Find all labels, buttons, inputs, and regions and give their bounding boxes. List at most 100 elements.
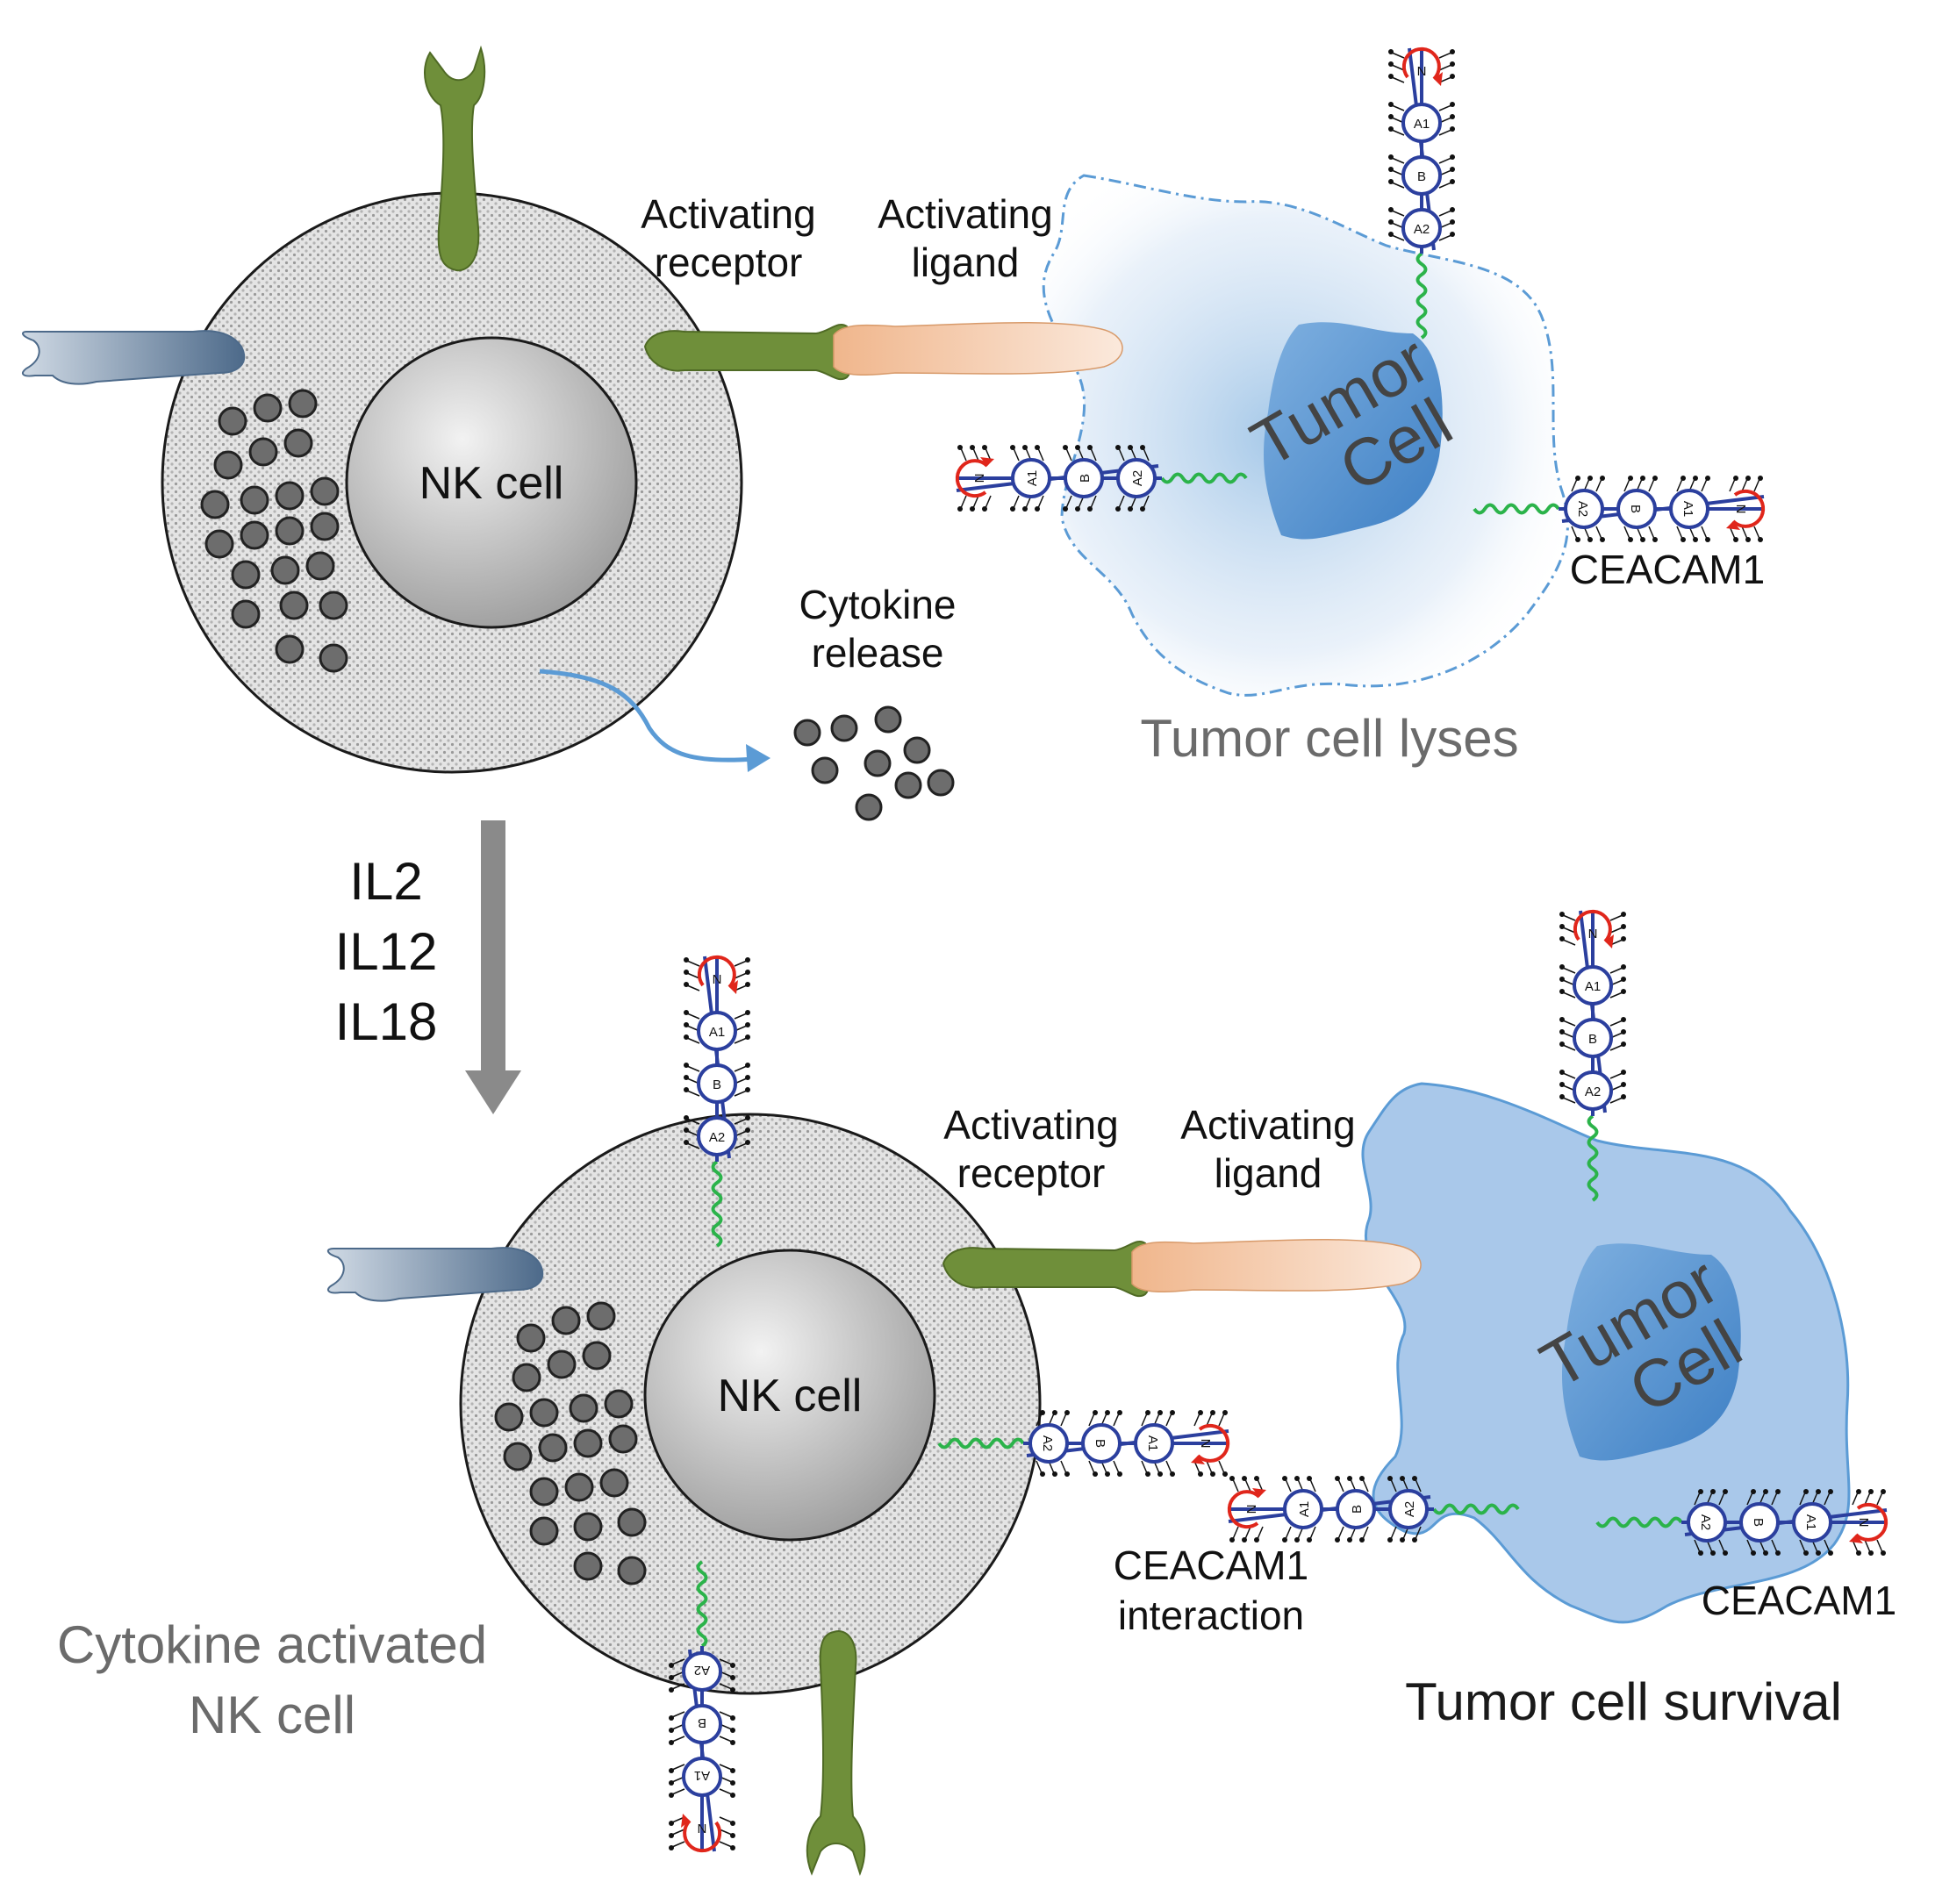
cytokine-il18: IL18 bbox=[335, 992, 438, 1051]
ceacam1-n-label: N bbox=[1417, 64, 1427, 79]
granule-icon bbox=[200, 490, 230, 519]
granule-icon bbox=[240, 520, 269, 550]
ceacam1-domain-label: B bbox=[1417, 169, 1426, 184]
ceacam1-domain-label: A1 bbox=[1025, 470, 1040, 486]
granule-icon bbox=[240, 485, 269, 515]
ceacam1-domain-label: B bbox=[1628, 505, 1643, 513]
granule-icon bbox=[927, 769, 955, 797]
ceacam1-n-label: N bbox=[1198, 1439, 1213, 1449]
tumor-cell-nucleus bbox=[1264, 322, 1443, 540]
granule-icon bbox=[253, 393, 283, 423]
cytokine-release-label-1: Cytokine bbox=[799, 582, 957, 627]
tumor-cell-nucleus-bottom bbox=[1562, 1243, 1741, 1461]
granule-icon bbox=[231, 560, 261, 590]
ceacam1-domain-label: A2 bbox=[1402, 1501, 1417, 1517]
ceacam1-top-upright: A2 B A1 N bbox=[1388, 47, 1455, 340]
activating-receptor-label-2: receptor bbox=[655, 240, 803, 285]
cytokine-activated-label-1: Cytokine activated bbox=[57, 1615, 487, 1674]
granule-icon bbox=[288, 389, 318, 419]
ceacam1-domain-label: A2 bbox=[1698, 1514, 1713, 1530]
ceacam1-domain-label: B bbox=[1588, 1032, 1597, 1047]
ceacam1-domain-label: B bbox=[1350, 1505, 1365, 1514]
cytokine-activated-label-2: NK cell bbox=[189, 1686, 355, 1744]
ceacam1-domain-label: A1 bbox=[1585, 979, 1601, 994]
ceacam1-domain-label: A2 bbox=[1414, 222, 1430, 237]
granule-icon bbox=[529, 1477, 559, 1507]
granule-icon bbox=[894, 771, 922, 799]
granule-icon bbox=[599, 1468, 629, 1498]
granule-icon bbox=[529, 1516, 559, 1546]
granule-icon bbox=[604, 1389, 634, 1419]
ceacam1-n-label: N bbox=[1856, 1518, 1871, 1528]
inhibitory-receptor-bottom bbox=[326, 1247, 544, 1302]
activating-ligand-bottom-label-1: Activating bbox=[1180, 1102, 1355, 1148]
ceacam1-domain-label: A1 bbox=[1681, 501, 1695, 517]
activating-ligand-top bbox=[833, 321, 1123, 376]
top-panel: Tumor Cell NK cell Activating receptor A… bbox=[21, 45, 1765, 821]
cytokine-treatment-arrow bbox=[465, 820, 521, 1114]
released-cytokines bbox=[793, 705, 955, 821]
ceacam1-domain-label: A1 bbox=[1145, 1435, 1160, 1451]
ceacam1-n-label: N bbox=[1588, 927, 1598, 941]
ceacam1-tumor-right: A2 B A1 N bbox=[1595, 1489, 1888, 1556]
ceacam1-n-label: N bbox=[698, 1821, 707, 1836]
ceacam1-domain-label: A2 bbox=[1585, 1084, 1601, 1099]
granule-icon bbox=[275, 634, 305, 664]
activating-receptor-right-bottom bbox=[942, 1241, 1153, 1298]
granule-icon bbox=[270, 555, 300, 585]
ceacam1-domain-label: A1 bbox=[1414, 117, 1430, 132]
ceacam1-domain-label: A1 bbox=[1803, 1514, 1818, 1530]
granule-icon bbox=[573, 1551, 603, 1581]
ceacam1-domain-label: B bbox=[1093, 1439, 1107, 1448]
ceacam1-domain-label: A1 bbox=[709, 1025, 725, 1040]
cytokine-release-arrowhead bbox=[746, 744, 770, 772]
granule-icon bbox=[830, 714, 858, 742]
granule-icon bbox=[516, 1323, 546, 1353]
ceacam1-domain-label: B bbox=[1751, 1518, 1766, 1527]
cytokine-il2: IL2 bbox=[349, 852, 422, 911]
ceacam1-tumor-top: A2 B A1 N bbox=[1559, 909, 1626, 1202]
granule-icon bbox=[573, 1428, 603, 1458]
activated-nk-cell-nucleus bbox=[643, 1249, 936, 1542]
cytokine-release-arrow bbox=[539, 669, 756, 762]
ceacam1-domain-label: A2 bbox=[1575, 501, 1590, 517]
granule-icon bbox=[547, 1349, 577, 1379]
granule-icon bbox=[617, 1507, 647, 1537]
nk-cell-nucleus bbox=[345, 336, 638, 629]
ceacam1-interaction-label-2: interaction bbox=[1118, 1593, 1304, 1638]
cytokine-il12: IL12 bbox=[335, 922, 438, 981]
granule-icon bbox=[564, 1472, 594, 1502]
granules-bottom bbox=[494, 1301, 647, 1585]
granule-icon bbox=[279, 591, 309, 620]
granule-icon bbox=[903, 736, 931, 764]
activating-receptor-bottom-label-1: Activating bbox=[943, 1102, 1118, 1148]
granule-icon bbox=[231, 599, 261, 629]
granule-icon bbox=[319, 643, 348, 673]
ceacam1-domain-label: B bbox=[1078, 474, 1093, 483]
granule-icon bbox=[793, 719, 821, 747]
ceacam1-domain-label: B bbox=[713, 1077, 721, 1092]
granule-icon bbox=[283, 428, 313, 458]
ceacam1-interaction-label-1: CEACAM1 bbox=[1114, 1543, 1308, 1588]
granule-icon bbox=[608, 1424, 638, 1454]
granule-icon bbox=[874, 705, 902, 734]
granule-icon bbox=[811, 756, 839, 784]
granule-icon bbox=[310, 512, 340, 541]
activating-receptor-bottom-label-2: receptor bbox=[957, 1150, 1106, 1196]
ceacam1-n-label: N bbox=[713, 972, 722, 987]
activating-receptor-right-top bbox=[643, 324, 855, 381]
cytokine-release-label-2: release bbox=[812, 630, 944, 676]
ceacam1-label-top: CEACAM1 bbox=[1570, 547, 1765, 592]
ceacam1-n-label: N bbox=[1733, 505, 1748, 514]
granule-icon bbox=[494, 1402, 524, 1432]
granule-icon bbox=[275, 481, 305, 511]
ceacam1-label-bottom: CEACAM1 bbox=[1702, 1578, 1896, 1623]
granule-icon bbox=[538, 1433, 568, 1463]
granule-icon bbox=[551, 1306, 581, 1335]
